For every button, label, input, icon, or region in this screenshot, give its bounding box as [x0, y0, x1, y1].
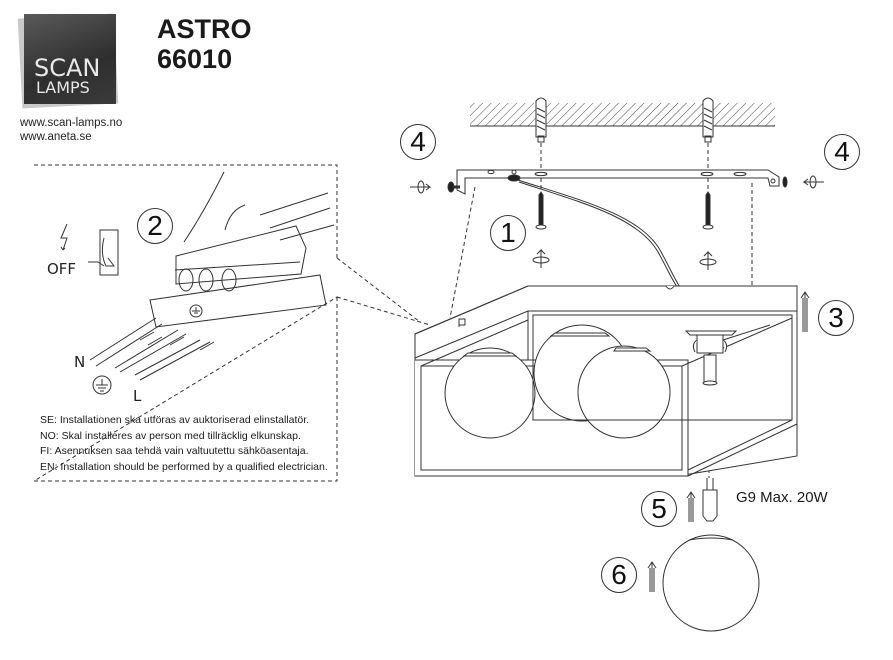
live-wire-label: L — [133, 387, 142, 405]
bulb-spec-label: G9 Max. 20W — [736, 489, 828, 506]
arrow-up-icon-3 — [800, 291, 810, 332]
wiring-panel-frame — [32, 164, 431, 482]
wall-plug-right — [702, 97, 714, 143]
switch-off-label: OFF — [47, 260, 77, 278]
step-2: 2 — [137, 208, 173, 244]
bulb-socket — [684, 324, 771, 386]
product-code: 66010 — [157, 44, 233, 74]
arrow-up-icon-5 — [686, 491, 696, 522]
logo-text-lamps: LAMPS — [36, 78, 90, 97]
step-5: 5 — [641, 491, 677, 527]
earth-ground-icon — [92, 304, 203, 395]
step-4-left: 4 — [400, 124, 436, 160]
glass-globe-large — [662, 534, 760, 632]
lamp-fixture — [414, 285, 798, 477]
ceiling — [470, 103, 775, 127]
installation-notes: SE: Installationen ska utföras av auktor… — [40, 413, 328, 475]
glass-globe — [577, 345, 671, 439]
cable-notch — [665, 285, 675, 290]
product-name: ASTRO — [157, 14, 252, 44]
bracket-slot — [458, 318, 466, 327]
step-3: 3 — [818, 300, 854, 336]
arrow-up-icon-6 — [647, 561, 657, 592]
mounting-bracket — [456, 169, 780, 195]
note-en: EN: Installation should be performed by … — [40, 460, 328, 473]
neutral-wire-label: N — [74, 353, 86, 371]
side-screw-right — [782, 175, 824, 189]
step-1: 1 — [490, 215, 526, 251]
url-sweden[interactable]: www.aneta.se — [20, 131, 92, 143]
cable-lines — [259, 192, 335, 241]
url-norway[interactable]: www.scan-lamps.no — [20, 117, 123, 129]
wires — [89, 317, 215, 381]
rotate-arrow-right — [699, 250, 717, 270]
note-se: SE: Installationen ska utföras av auktor… — [40, 414, 310, 426]
product-title: ASTRO 66010 — [157, 14, 252, 74]
step-4-right: 4 — [824, 134, 860, 170]
step-6: 6 — [601, 557, 637, 593]
power-cable — [517, 179, 681, 288]
screw-left — [535, 191, 547, 230]
wall-switch-icon — [88, 229, 119, 276]
logo-text-scan: SCAN — [34, 54, 101, 82]
note-fi: FI: Asennuksen saa tehdä vain valtuutett… — [40, 445, 309, 457]
screw-right — [702, 191, 714, 230]
lightning-icon — [60, 223, 68, 251]
glass-globe — [444, 347, 536, 439]
hand-icon — [183, 171, 246, 243]
wall-plug-left — [535, 97, 547, 143]
scan-lamps-logo: SCAN LAMPS — [17, 13, 120, 109]
note-no: NO: Skal installeres av person med tillr… — [40, 429, 301, 442]
g9-bulb-icon — [702, 478, 718, 522]
rotate-arrow-left — [532, 248, 550, 268]
logo-box: SCAN LAMPS — [24, 14, 116, 104]
side-screw-left — [410, 180, 460, 194]
website-links: www.scan-lamps.no www.aneta.se — [20, 116, 122, 144]
terminal-block-icon — [149, 225, 327, 328]
